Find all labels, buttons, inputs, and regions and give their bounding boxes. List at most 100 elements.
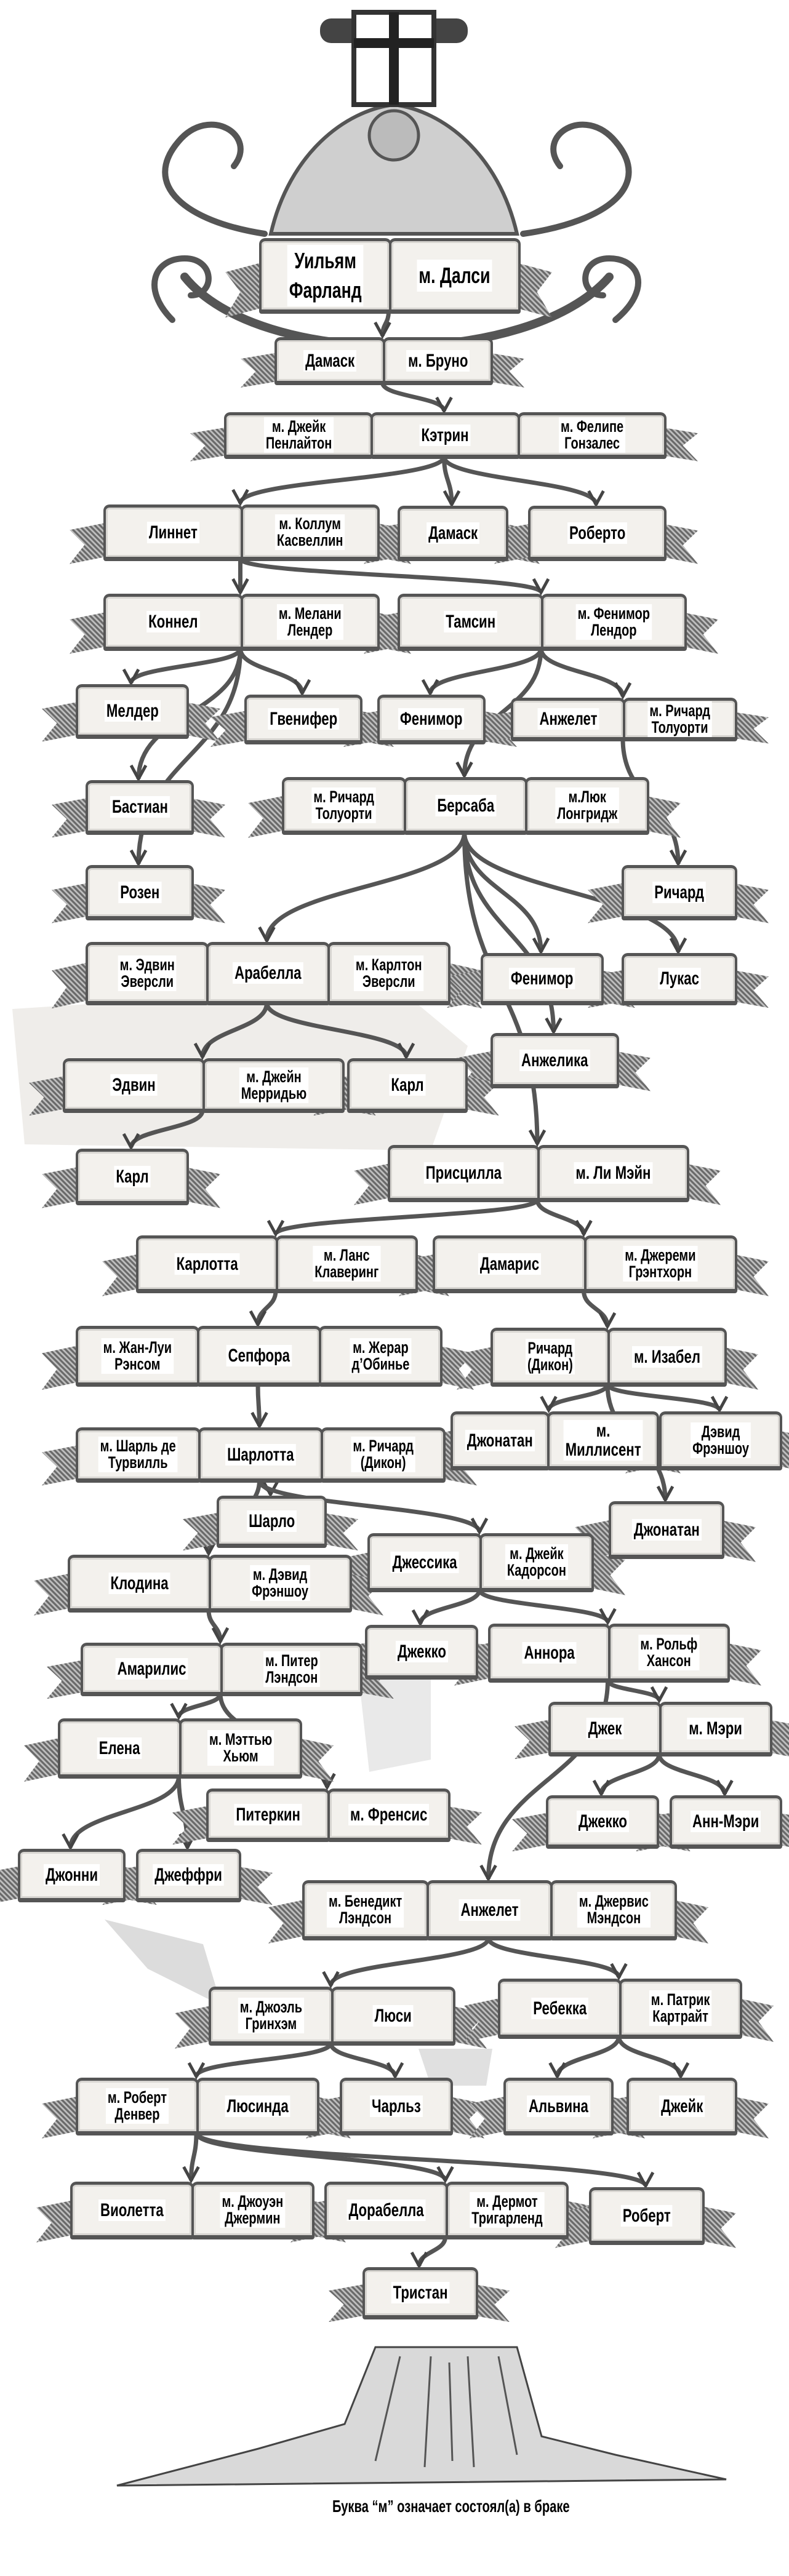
- arrow-head-icon: [671, 2062, 690, 2080]
- lineage-arrow: [582, 1290, 617, 1330]
- lineage-arrow: [477, 1589, 617, 1626]
- person-name: Чарльз: [370, 2095, 423, 2117]
- banner-panel: Берсаба: [403, 777, 528, 835]
- person-name: Анжелет: [459, 1899, 521, 1921]
- arrow-head-icon: [62, 1833, 79, 1851]
- banner-panel: Уильям Фарланд: [259, 238, 391, 314]
- lineage-arrow: [410, 2236, 447, 2270]
- lineage-arrow: [657, 1753, 734, 1798]
- banner-panel: Роберто: [528, 506, 667, 561]
- person-name: Тамсин: [444, 611, 497, 632]
- banner-panel: м. Ли Мэйн: [537, 1145, 689, 1202]
- spouse-name: м. Ланс Клаверинг: [313, 1246, 381, 1282]
- lineage-arrow: [182, 2132, 200, 2184]
- lineage-arrow: [322, 1937, 491, 1989]
- person-name: Тристан: [391, 2282, 450, 2303]
- banner-panel: м. Коллум Касвеллин: [240, 504, 380, 561]
- arrow-line: [189, 2132, 199, 2181]
- banner-panel: Карл: [76, 1149, 189, 1205]
- spouse-name: м. Джейн Мерридью: [239, 1067, 308, 1103]
- banner-panel: Анжелет: [511, 698, 625, 741]
- spouse-name: м. Далси: [417, 259, 492, 292]
- person-name: Ричард: [652, 881, 707, 903]
- spouse-name: м. Джейк Кадорсон: [505, 1544, 568, 1580]
- banner-panel: Ричард (Дикон): [491, 1328, 610, 1387]
- banner-panel: м. Мелани Лендер: [240, 594, 380, 651]
- arrow-line: [255, 1290, 278, 1325]
- arrow-head-icon: [129, 764, 148, 783]
- arrow-head-icon: [249, 1310, 267, 1328]
- banner-panel: м.Люк Лонгридж: [525, 777, 650, 835]
- arrow-head-icon: [397, 1042, 415, 1061]
- lineage-arrow: [122, 1110, 205, 1151]
- lineage-arrow: [374, 311, 391, 340]
- banner-panel: м. Далси: [388, 238, 521, 314]
- banner-panel: м. Эдвин Эверсли: [86, 942, 209, 1005]
- family-banner-couple: Эдвин м. Джейн Мерридью: [63, 1058, 345, 1113]
- spouse-name: м. Патрик Картрайт: [649, 1990, 712, 2026]
- arrow-head-icon: [545, 1017, 563, 1035]
- banner-panel: м. Ланс Клаверинг: [276, 1235, 418, 1293]
- arrow-head-icon: [129, 849, 148, 867]
- family-banner: Джонатан: [609, 1501, 724, 1559]
- lineage-arrow: [486, 1937, 628, 1981]
- banner-panel: Кэтрин: [370, 412, 520, 459]
- banner-panel: Виолетта: [70, 2182, 194, 2239]
- family-banner: Альвина: [503, 2078, 614, 2135]
- person-name: Джекко: [395, 1641, 448, 1662]
- banner-panel: Роберт: [589, 2187, 705, 2245]
- banner-panel: Тристан: [362, 2267, 478, 2319]
- person-name: Дамарис: [478, 1253, 541, 1275]
- lineage-arrow: [462, 832, 550, 955]
- arrow-head-icon: [455, 761, 473, 780]
- person-name: Эдвин: [110, 1074, 158, 1096]
- arrow-head-icon: [587, 490, 605, 508]
- banner-panel: Фенимор: [377, 695, 486, 744]
- spouse-name: м. Ричард (Дикон): [351, 1437, 415, 1472]
- arrow-line: [442, 455, 598, 506]
- arrow-line: [442, 456, 454, 505]
- banner-panel: Джонатан: [451, 1411, 550, 1470]
- grass-sketch: [419, 2049, 492, 2086]
- arrow-line: [238, 455, 446, 504]
- cross-icon: [354, 12, 434, 105]
- arrow-head-icon: [322, 1971, 340, 1989]
- spouse-name: м. Миллисент: [563, 1420, 643, 1461]
- banner-panel: Дорабелла: [324, 2182, 448, 2239]
- person-name: Люсинда: [225, 2095, 291, 2117]
- banner-panel: Джеффри: [136, 1849, 241, 1902]
- banner-panel: Клодина: [68, 1555, 211, 1613]
- spouse-name: м. Дермот Тригарленд: [470, 2192, 545, 2228]
- person-name: Гвенифер: [268, 708, 339, 730]
- spouse-name: м. Жерар д’Обинье: [350, 1338, 412, 1374]
- spouse-name: м. Эдвин Эверсли: [118, 955, 177, 991]
- person-name: Линнет: [146, 521, 199, 543]
- banner-panel: м. Бруно: [382, 337, 493, 385]
- arrow-line: [206, 1609, 223, 1642]
- lineage-arrow: [592, 1753, 662, 1798]
- family-banner: Шарло: [217, 1496, 327, 1548]
- crest-scroll-left: [162, 121, 268, 237]
- banner-panel: Присцилла: [388, 1145, 540, 1202]
- family-banner-couple: Ричард (Дикон)м. Изабел: [491, 1328, 727, 1387]
- family-banner-couple: Линнет м. Коллум Касвеллин: [103, 504, 380, 561]
- banner-panel: м. Фенимор Лендор: [541, 594, 687, 651]
- banner-panel: Лукас: [622, 953, 737, 1005]
- banner-panel: Елена: [58, 1718, 182, 1779]
- spouse-name: м. Рольф Хансон: [638, 1635, 700, 1670]
- arrow-line: [462, 648, 543, 776]
- person-name: Сепфора: [226, 1345, 292, 1366]
- banner-panel: м. Бенедикт Лэндсон: [302, 1880, 429, 1940]
- arrow-head-icon: [170, 1702, 188, 1721]
- person-name: Ричард (Дикон): [526, 1339, 575, 1374]
- arrow-head-icon: [193, 1042, 212, 1061]
- crest-ribbon: [180, 273, 614, 345]
- lineage-arrow: [258, 832, 467, 944]
